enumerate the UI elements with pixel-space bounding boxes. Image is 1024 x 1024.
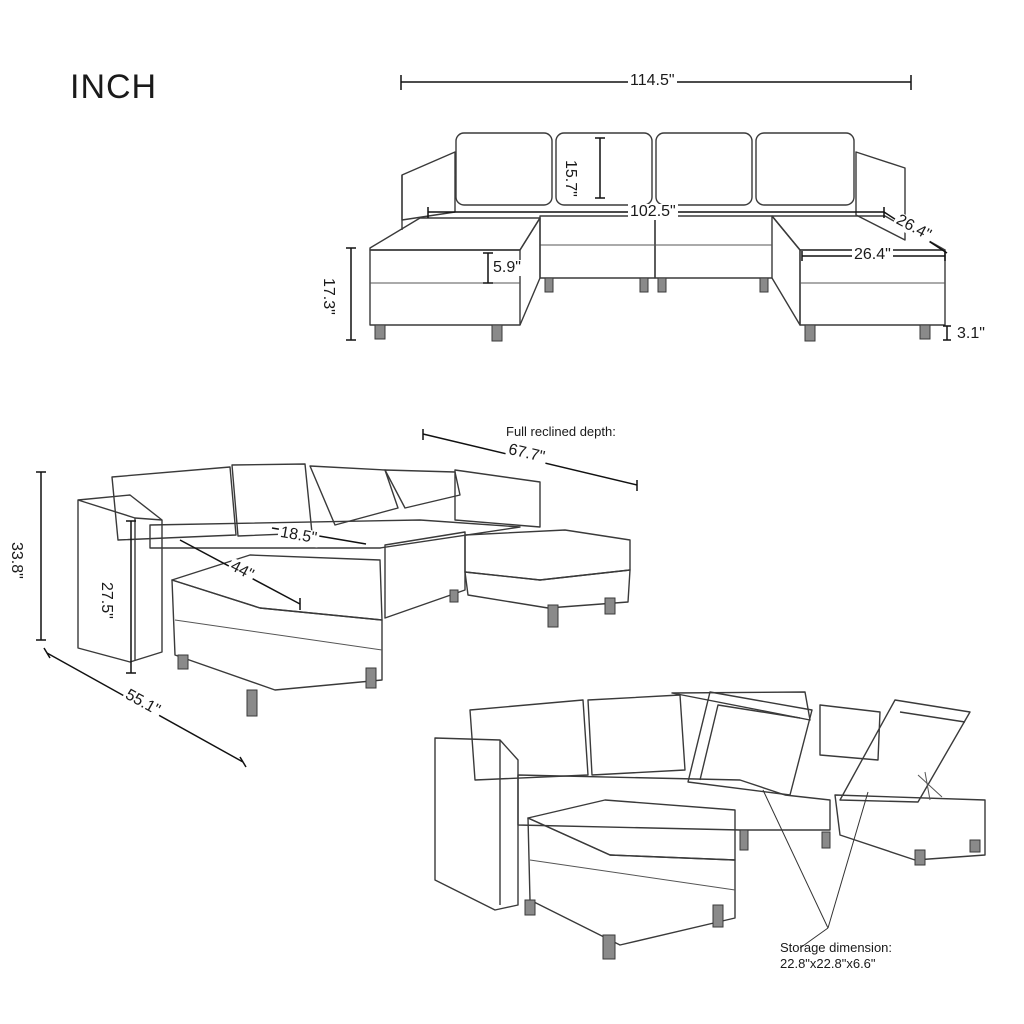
storage-caption: Storage dimension: (780, 940, 893, 955)
arm-height-label: 27.5" (98, 580, 115, 621)
storage-view-sofa (434, 691, 986, 960)
cushion-thickness-label: 5.9" (491, 259, 523, 276)
unit-label: INCH (70, 68, 158, 106)
seat-height-label: 17.3" (320, 276, 337, 317)
seat-width-label: 102.5" (628, 203, 678, 220)
storage-dimensions: 22.8"x22.8"x6.6" (780, 956, 876, 971)
reclined-depth-caption: Full reclined depth: (506, 424, 616, 439)
angle-view-dimension-lines (36, 429, 638, 768)
overall-height-label: 33.8" (8, 540, 25, 581)
back-cushion-height-label: 15.7" (562, 158, 579, 199)
overall-width-label: 114.5" (628, 72, 677, 89)
storage-leader-lines (762, 789, 869, 949)
front-view-sofa (369, 132, 946, 342)
angle-view-sofa (77, 463, 631, 717)
ottoman-width-label: 26.4" (852, 246, 893, 263)
leg-height-label: 3.1" (955, 325, 987, 342)
